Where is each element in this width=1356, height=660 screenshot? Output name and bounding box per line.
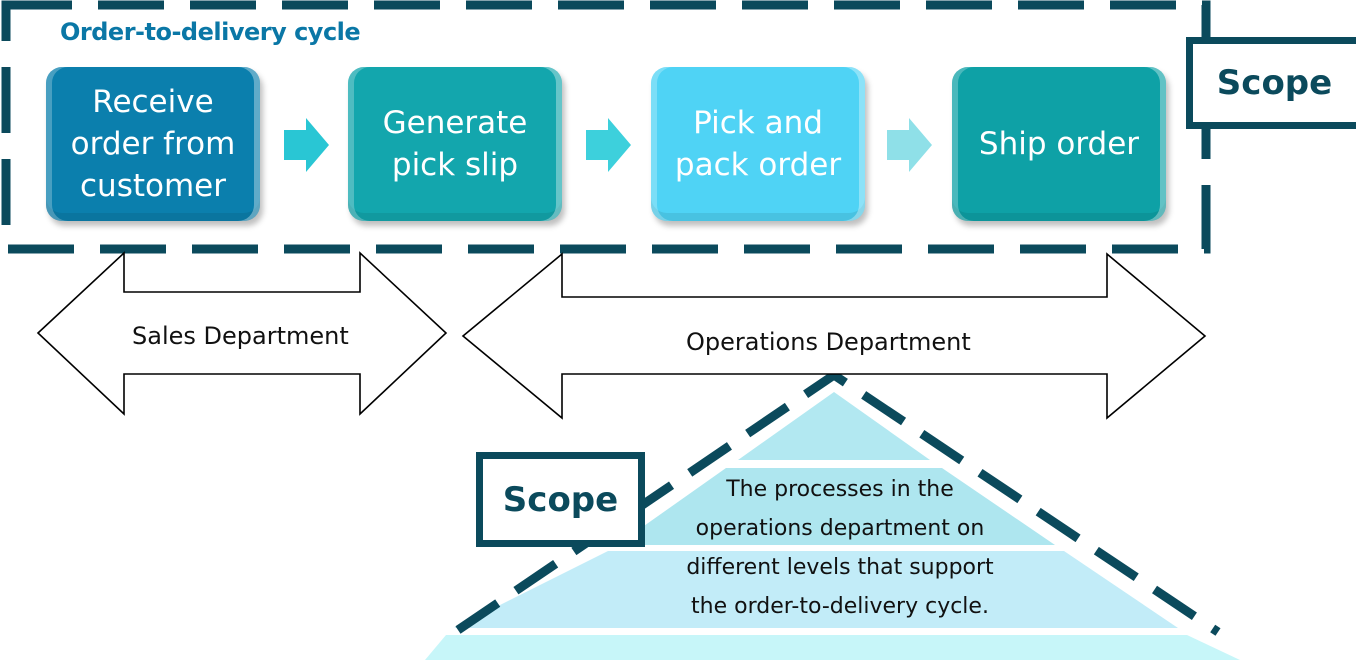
- pyramid-level-base: [425, 635, 1240, 660]
- sales-department-arrow: [36, 251, 448, 416]
- sales-department-label: Sales Department: [132, 322, 349, 350]
- scope-label-bottom: Scope: [476, 452, 645, 547]
- pyramid-level-2: [617, 468, 1055, 545]
- step-receive-order: Receive order from customer: [46, 67, 260, 221]
- step-label: Generate pick slip: [382, 105, 528, 183]
- flow-arrow-icon: [284, 118, 329, 172]
- pyramid-description: The processes in the operations departme…: [686, 477, 994, 619]
- step-pick-and-pack: Pick and pack order: [651, 67, 865, 221]
- step-ship-order: Ship order: [952, 67, 1166, 221]
- scope-label-top: Scope: [1186, 37, 1356, 129]
- cycle-title: Order-to-delivery cycle: [60, 18, 361, 46]
- flow-arrow-icon: [887, 118, 932, 172]
- step-label: Ship order: [978, 126, 1140, 162]
- step-label: Receive order from customer: [70, 84, 236, 204]
- operations-department-label: Operations Department: [686, 328, 971, 356]
- pyramid-level-3: [454, 551, 1178, 628]
- step-label: Pick and pack order: [674, 105, 842, 183]
- operations-department-arrow: [461, 252, 1207, 420]
- flow-arrow-icon: [586, 118, 631, 172]
- step-generate-pick-slip: Generate pick slip: [348, 67, 562, 221]
- pyramid-level-top: [738, 392, 930, 460]
